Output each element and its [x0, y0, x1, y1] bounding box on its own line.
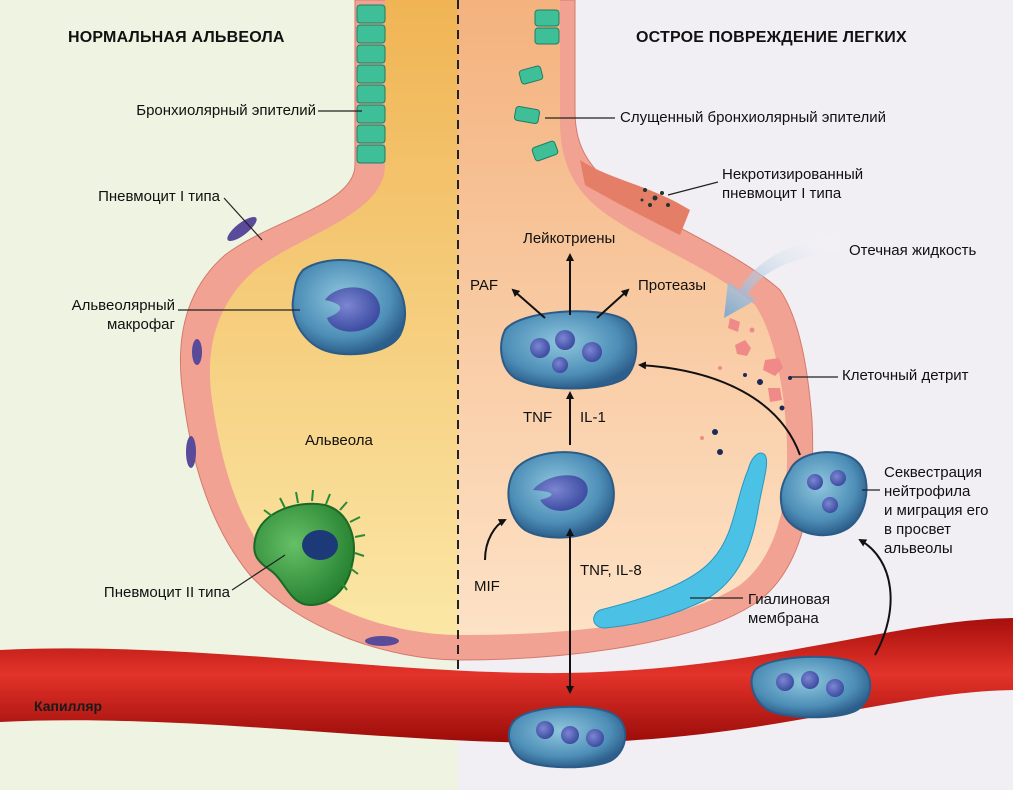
capillary-neutrophil: [509, 707, 625, 767]
heading-acute-lung-injury: ОСТРОЕ ПОВРЕЖДЕНИЕ ЛЕГКИХ: [636, 28, 907, 47]
type1-pneumocyte-nucleus: [365, 636, 399, 646]
alveolar-macrophage: [293, 260, 405, 354]
label-capillary: Капилляр: [34, 697, 102, 716]
label-hyaline-membrane: Гиалиновая мембрана: [748, 590, 830, 628]
migrating-neutrophil: [781, 452, 867, 535]
label-neutrophil-sequestration: Секвестрация нейтрофила и миграция его в…: [884, 463, 988, 558]
label-mif: MIF: [474, 577, 500, 596]
label-tnf: TNF: [523, 408, 552, 427]
type1-pneumocyte-nucleus: [186, 436, 196, 468]
label-edema-fluid: Отечная жидкость: [849, 241, 976, 260]
label-necrotic-type1: Некротизированный пневмоцит I типа: [722, 165, 863, 203]
label-alveolus: Альвеола: [305, 431, 373, 450]
label-type1-pneumocyte: Пневмоцит I типа: [98, 187, 220, 206]
label-paf: PAF: [470, 276, 498, 295]
capillary-neutrophil: [752, 657, 871, 717]
type1-pneumocyte-nucleus: [192, 339, 202, 365]
heading-normal-alveolus: НОРМАЛЬНАЯ АЛЬВЕОЛА: [68, 28, 285, 47]
label-bronchiolar-epithelium: Бронхиолярный эпителий: [136, 101, 316, 120]
label-cell-debris: Клеточный детрит: [842, 366, 969, 385]
label-type2-pneumocyte: Пневмоцит II типа: [104, 583, 230, 602]
label-shed-epithelium: Слущенный бронхиолярный эпителий: [620, 108, 886, 127]
macrophage-middle: [508, 452, 613, 537]
label-leukotrienes: Лейкотриены: [523, 229, 615, 248]
label-tnf-il8: TNF, IL-8: [580, 561, 642, 580]
activated-macrophage: [501, 311, 636, 388]
label-il1: IL-1: [580, 408, 606, 427]
label-alveolar-macrophage: Альвеолярный макрофаг: [72, 296, 175, 334]
label-proteases: Протеазы: [638, 276, 706, 295]
